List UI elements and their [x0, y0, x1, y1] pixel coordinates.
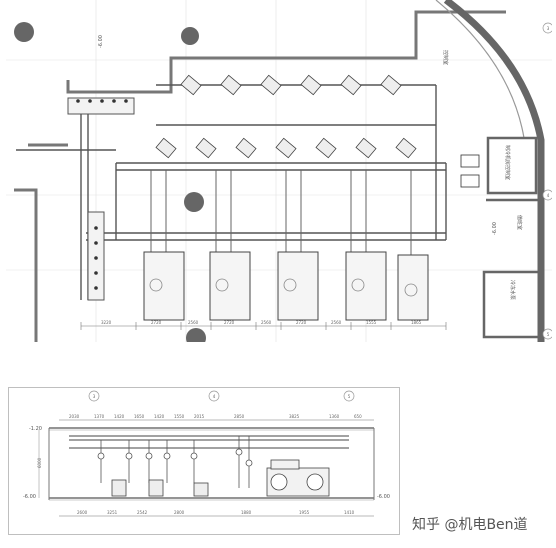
plant-room-section-drawing: 3 4 5 2030 1370 1420 1650 1420 1550 2015…	[8, 387, 400, 535]
section-dim: 3251	[107, 510, 118, 515]
plan-dim: 2720	[224, 320, 235, 325]
section-top-dimensions: 2030 1370 1420 1650 1420 1550 2015 2850 …	[69, 414, 362, 419]
plan-bottom-dimensions: 3220 2720 2560 2720 2560 2720 2560 1555 …	[101, 320, 422, 325]
section-dim: 2015	[194, 414, 205, 419]
section-dim: 650	[354, 414, 362, 419]
plan-grid-marker: 4	[547, 193, 550, 198]
plant-room-plan-drawing: 3220 2720 2560 2720 2560 2720 2560 1555 …	[6, 0, 552, 342]
section-dim: 2030	[69, 414, 80, 419]
room-label: 控制室	[442, 50, 449, 65]
section-height-dim: 6000	[37, 457, 42, 468]
plan-dim: 2560	[261, 320, 272, 325]
section-bottom-dimensions: 2600 3251 2542 2800 1880 1955 1410	[77, 510, 355, 515]
section-grid-marker: 4	[213, 394, 216, 399]
plan-grid-marker: 3	[547, 26, 550, 31]
plan-elevation: -6.00	[98, 35, 104, 48]
room-label: 制冷机房控制室	[504, 145, 511, 180]
plan-dim: 1555	[366, 320, 377, 325]
plan-dim: 2560	[331, 320, 342, 325]
section-dim: 1880	[241, 510, 252, 515]
section-svg: 3 4 5 2030 1370 1420 1650 1420 1550 2015…	[23, 390, 390, 517]
section-dim: 2542	[137, 510, 148, 515]
section-dim: 2600	[77, 510, 88, 515]
section-dim: 1650	[134, 414, 145, 419]
plan-dim: 2560	[188, 320, 199, 325]
section-dim: 1420	[114, 414, 125, 419]
plan-dim: 2720	[296, 320, 307, 325]
section-dim: 3825	[289, 414, 300, 419]
section-dim: 2800	[174, 510, 185, 515]
section-dim: 1410	[344, 510, 355, 515]
section-grid-marker: 3	[93, 394, 96, 399]
section-grid-marker: 5	[348, 394, 351, 399]
plan-elevation: -6.00	[492, 222, 498, 235]
plan-grid-marker: 5	[547, 332, 550, 337]
plan-dim: 1865	[411, 320, 422, 325]
section-elevation: -1.20	[29, 426, 42, 432]
section-dim: 1420	[154, 414, 165, 419]
section-dim: 1955	[299, 510, 310, 515]
plan-svg: 3220 2720 2560 2720 2560 2720 2560 1555 …	[6, 0, 552, 342]
watermark: 知乎 @机电Ben道	[412, 517, 528, 533]
room-label: 冷冻水泵	[509, 280, 516, 300]
section-elevation: -6.00	[377, 494, 390, 500]
section-dim: 1360	[329, 414, 340, 419]
section-elevation: -6.00	[23, 494, 36, 500]
section-dim: 1370	[94, 414, 105, 419]
plan-dim: 3220	[101, 320, 112, 325]
section-dim: 1550	[174, 414, 185, 419]
room-label: 值班室	[516, 215, 523, 230]
plan-dim: 2720	[151, 320, 162, 325]
section-dim: 2850	[234, 414, 245, 419]
